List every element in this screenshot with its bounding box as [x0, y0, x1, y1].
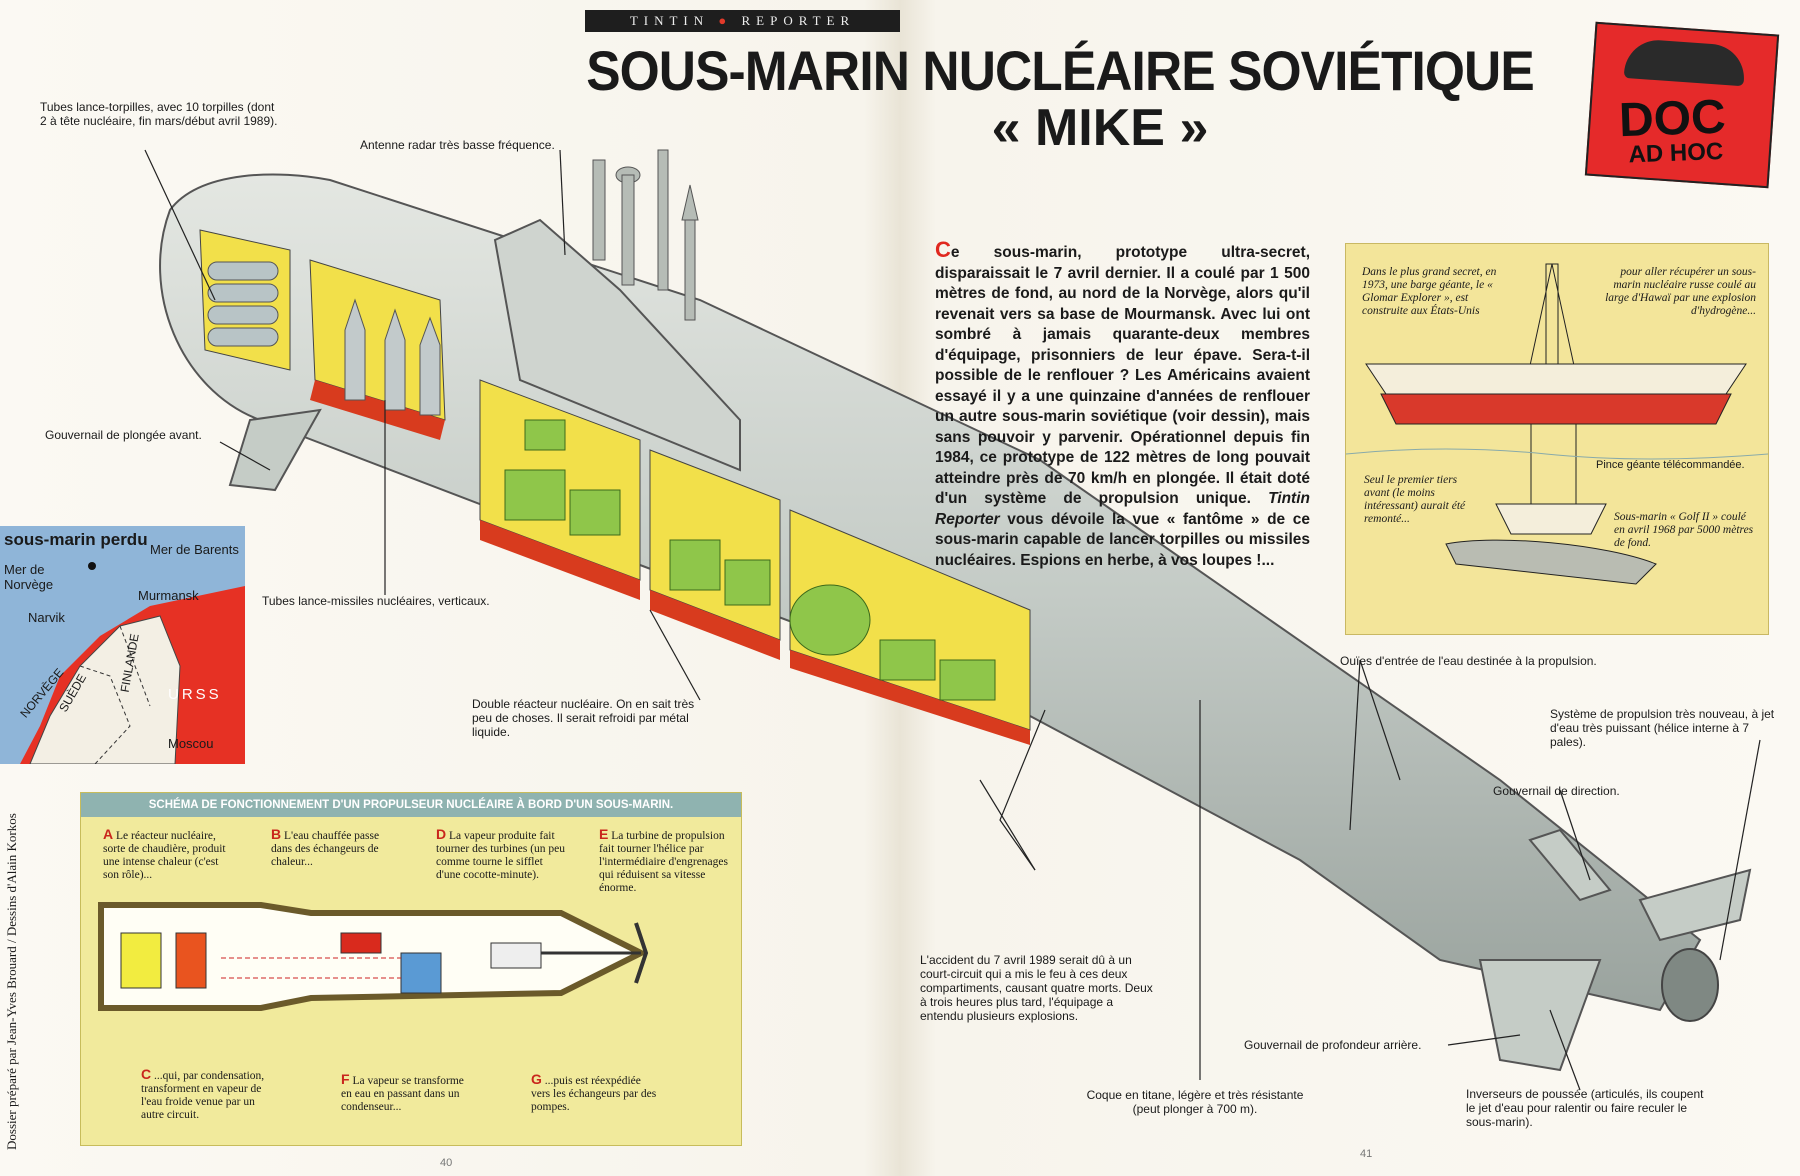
intro-paragraph: Ce sous-marin, prototype ultra-secret, d…: [935, 237, 1310, 571]
inset-right-text: pour aller récupérer un sous-marin nuclé…: [1605, 266, 1756, 317]
rear-fin-top: [1528, 828, 1612, 902]
conning-tower: [493, 218, 741, 472]
torpedo-tubes: [207, 261, 279, 347]
label-direction-rudder: Gouvernail de direction.: [1493, 784, 1620, 798]
machinery-green: [504, 419, 621, 536]
missile-tubes: [344, 298, 441, 416]
inset-claw: Pince géante télécommandée.: [1596, 459, 1745, 471]
map-barents: Mer de Barents: [150, 542, 239, 557]
credit-line: Dossier préparé par Jean-Yves Brouard / …: [4, 813, 19, 1150]
glomar-explorer-inset: Dans le plus grand secret, en 1973, une …: [1345, 243, 1769, 635]
page-subtitle: « MIKE »: [991, 99, 1209, 157]
location-map: sous-marin perdu Mer de Barents Mer de N…: [0, 526, 245, 764]
map-drawing: [0, 526, 245, 764]
label-reactor: Double réacteur nucléaire. On en sait tr…: [472, 697, 695, 739]
label-torpedo-tubes: Tubes lance-torpilles, avec 10 torpilles…: [40, 100, 278, 128]
page-number-right: 41: [1360, 1148, 1373, 1160]
map-murmansk: Murmansk: [138, 588, 199, 603]
inset-left-text: Dans le plus grand secret, en 1973, une …: [1362, 266, 1497, 317]
series-sub: REPORTER: [741, 13, 856, 28]
schema-a: A Le réacteur nucléaire, sorte de chaudi…: [103, 826, 226, 881]
schema-c: C ...qui, par condensation, transforment…: [141, 1066, 265, 1121]
map-moscou: Moscou: [168, 736, 214, 751]
nuclear-propulsion-schema: SCHÉMA DE FONCTIONNEMENT D'UN PROPULSEUR…: [80, 792, 742, 1146]
label-radar: Antenne radar très basse fréquence.: [360, 138, 555, 152]
masts: [592, 149, 699, 321]
schema-b: B L'eau chauffée passe dans des échangeu…: [271, 826, 380, 868]
schema-title: SCHÉMA DE FONCTIONNEMENT D'UN PROPULSEUR…: [81, 793, 741, 817]
map-title: sous-marin perdu: [4, 530, 148, 549]
label-hull: Coque en titane, légère et très résistan…: [1086, 1088, 1304, 1116]
intro-italic: Tintin Reporter: [935, 490, 1310, 528]
rear-fin-bottom: [1478, 959, 1602, 1072]
series-banner: TINTIN ● REPORTER: [585, 10, 900, 32]
water-jet-nozzle: [1661, 948, 1719, 1022]
schema-f: F La vapeur se transforme en eau en pass…: [341, 1071, 464, 1113]
label-water-intake: Ouïes d'entrée de l'eau destinée à la pr…: [1340, 654, 1597, 668]
label-propulsion: Système de propulsion très nouveau, à je…: [1550, 707, 1775, 749]
schema-d: D La vapeur produite fait tourner des tu…: [436, 826, 566, 881]
label-thrust-reversers: Inverseurs de poussée (articulés, ils co…: [1466, 1087, 1704, 1129]
series-name: TINTIN: [629, 13, 710, 28]
label-accident: L'accident du 7 avril 1989 serait dû à u…: [920, 953, 1153, 1023]
schema-g: G ...puis est réexpédiée vers les échang…: [531, 1071, 657, 1113]
label-front-rudder: Gouvernail de plongée avant.: [45, 428, 202, 442]
schema-diagram: [98, 902, 649, 1011]
label-rear-rudder: Gouvernail de profondeur arrière.: [1244, 1038, 1422, 1052]
page-title: SOUS-MARIN NUCLÉAIRE SOVIÉTIQUE: [586, 39, 1534, 102]
schema-e: E La turbine de propulsion fait tourner …: [599, 826, 728, 894]
drop-cap: C: [935, 237, 951, 262]
map-narvik: Narvik: [28, 610, 65, 625]
intro-text-2: vous dévoile la vue « fantôme » de ce so…: [935, 510, 1310, 569]
page-number-left: 40: [440, 1157, 453, 1169]
inset-front-third: Seul le premier tiers avant (le moins in…: [1364, 474, 1466, 525]
front-dive-plane: [228, 408, 322, 492]
inset-golf: Sous-marin « Golf II » coulé en avril 19…: [1614, 511, 1754, 549]
glomar-ship-drawing: [1346, 263, 1768, 585]
series-dot: ●: [718, 13, 733, 28]
map-urss: URSS: [168, 686, 222, 703]
rear-fin-side: [1638, 868, 1752, 942]
label-missile-tubes: Tubes lance-missiles nucléaires, vertica…: [262, 594, 490, 608]
map-norvege-sea: Mer de Norvège: [4, 562, 54, 592]
intro-text-1: e sous-marin, prototype ultra-secret, di…: [935, 244, 1310, 507]
